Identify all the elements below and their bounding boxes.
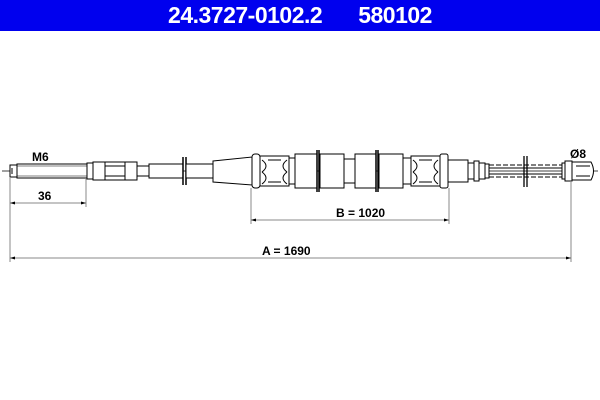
dimension-lines — [9, 177, 572, 262]
central-sleeve — [294, 150, 412, 192]
label-thread-length: 36 — [38, 189, 52, 203]
adjuster-hex-left — [251, 153, 296, 189]
barrel-fitting — [447, 159, 490, 183]
label-dimension-a: A = 1690 — [262, 244, 311, 258]
label-thread: M6 — [32, 150, 49, 164]
title-bar: 24.3727-0102.2 580102 — [0, 0, 600, 31]
reference-number: 580102 — [358, 2, 432, 28]
label-diameter: Ø8 — [570, 147, 586, 161]
end-nipple-o8 — [561, 160, 594, 182]
part-number: 24.3727-0102.2 — [168, 2, 323, 28]
threaded-end-m6 — [9, 162, 94, 180]
label-dimension-b: B = 1020 — [336, 206, 385, 220]
adjuster-hex-right — [410, 153, 449, 189]
tapered-sleeve — [212, 156, 253, 186]
left-hex-fitting — [92, 161, 150, 181]
cable-inner-left — [148, 157, 214, 185]
inner-cable-right — [489, 156, 562, 187]
